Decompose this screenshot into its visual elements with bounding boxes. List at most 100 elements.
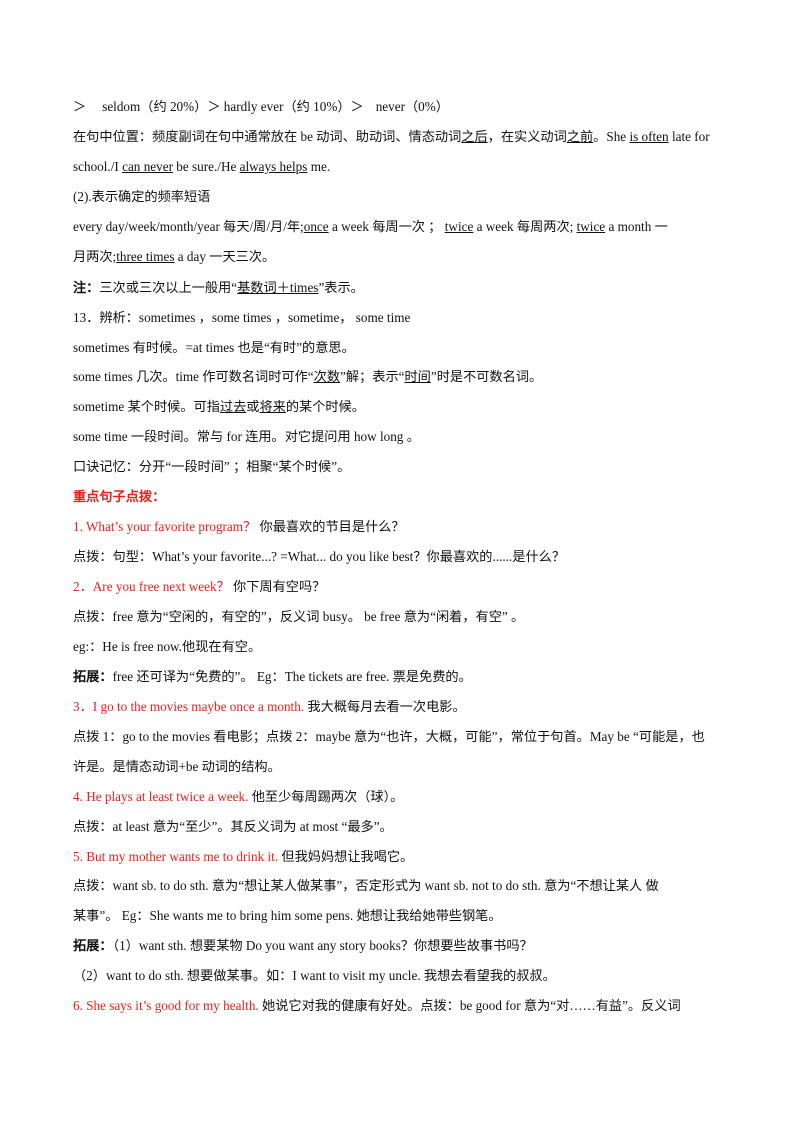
text: 的某个时候。 [285, 399, 365, 414]
text: some time 一段时间。常与 for 连用。对它提问用 how long … [73, 429, 420, 444]
text: 13．辨析：sometimes ，some times ，sometime， s… [73, 310, 411, 325]
underlined-text: twice [444, 219, 474, 234]
text: sometime 某个时候。可指 [73, 399, 220, 414]
text: 点拨：句型：What’s your favorite...? =What... … [73, 549, 566, 564]
text: 你最喜欢的节目是什么？ [256, 519, 405, 534]
text: 但我妈妈想让我喝它。 [278, 849, 414, 864]
text: never（0%） [375, 99, 449, 114]
underlined-text: 基数词＋times [237, 280, 319, 295]
sentence-line: 1. What’s your favorite program？ 你最喜欢的节目… [73, 518, 405, 536]
sentence-line: 4. He plays at least twice a week. 他至少每周… [73, 788, 403, 806]
explanation-line: 许是。是情态动词+be 动词的结构。 [73, 758, 281, 776]
text: 某事”。 Eg：She wants me to bring him some p… [73, 908, 502, 923]
definition-line: sometime 某个时候。可指过去或将来的某个时候。 [73, 398, 365, 416]
extension-line: 拓展：free 还可译为“免费的”。 Eg：The tickets are fr… [73, 668, 472, 686]
underlined-text: once [303, 219, 329, 234]
text: 。She [593, 129, 630, 144]
underlined-text: three times [116, 249, 175, 264]
underlined-text: 过去 [219, 399, 247, 414]
section-heading: (2).表示确定的频率短语 [73, 188, 210, 206]
bold-label: 注： [73, 280, 100, 295]
text: （1）want sth. 想要某物 Do you want any story … [112, 938, 533, 953]
explanation-line: 点拨：free 意为“空闲的，有空的”，反义词 busy。 be free 意为… [73, 608, 524, 626]
text: 许是。是情态动词+be 动词的结构。 [73, 759, 281, 774]
explanation-line: 点拨：at least 意为“至少”。其反义词为 at most “最多”。 [73, 818, 393, 836]
note-line: 注：三次或三次以上一般用“基数词＋times”表示。 [73, 279, 364, 297]
red-sentence: 2．Are you free next week？ [73, 579, 230, 594]
underlined-text: always helps [239, 159, 308, 174]
analysis-heading: 13．辨析：sometimes ，some times ，sometime， s… [73, 309, 410, 327]
phrase-line: 月两次;three times a day 一天三次。 [73, 248, 275, 266]
underlined-text: 之后 [461, 129, 488, 144]
red-sentence: 1. What’s your favorite program？ [73, 519, 257, 534]
text: 三次或三次以上一般用“ [99, 280, 238, 295]
definition-line: some time 一段时间。常与 for 连用。对它提问用 how long … [73, 428, 420, 446]
text: sometimes 有时候。=at times 也是“有时”的意思。 [73, 340, 355, 355]
text: me. [307, 159, 331, 174]
underlined-text: 次数 [313, 369, 341, 384]
text: free 还可译为“免费的”。 Eg：The tickets are free.… [112, 669, 472, 684]
sentence-line: 5. But my mother wants me to drink it. 但… [73, 848, 413, 866]
explanation-line: 点拨：句型：What’s your favorite...? =What... … [73, 548, 565, 566]
text: (2).表示确定的频率短语 [73, 189, 211, 204]
underlined-text: 之前 [566, 129, 594, 144]
text: ，在实义动词 [487, 129, 567, 144]
sentence-line: 2．Are you free next week？ 你下周有空吗？ [73, 578, 325, 596]
text: eg:：He is free now.他现在有空。 [73, 639, 262, 654]
frequency-scale-line: ＞ seldom（约 20%）＞ hardly ever（约 10%）＞ never… [73, 98, 449, 116]
text: late for [668, 129, 710, 144]
key-sentences-heading: 重点句子点拨： [73, 488, 165, 506]
definition-line: sometimes 有时候。=at times 也是“有时”的意思。 [73, 339, 355, 357]
position-rule-line: 在句中位置：频度副词在句中通常放在 be 动词、助动词、情态动词之后，在实义动词… [73, 128, 710, 146]
text: every day/week/month/year 每天/周/月/年; [73, 219, 304, 234]
text: （2）want to do sth. 想要做某事。如：I want to vis… [73, 968, 556, 983]
text: school./I [73, 159, 123, 174]
underlined-text: 时间 [404, 369, 431, 384]
text: 口诀记忆：分开“一段时间” ；相聚“某个时候”。 [73, 459, 351, 474]
underlined-text: can never [122, 159, 173, 174]
text: 点拨：at least 意为“至少”。其反义词为 at most “最多”。 [73, 819, 393, 834]
text: a week 每周两次; [473, 219, 577, 234]
red-sentence: 3．I go to the movies maybe once a month. [73, 699, 305, 714]
red-sentence: 4. He plays at least twice a week. [73, 789, 249, 804]
explanation-line: 点拨 1：go to the movies 看电影；点拨 2：maybe 意为“… [73, 728, 705, 746]
underlined-text: twice [576, 219, 606, 234]
text: ＞ [73, 99, 87, 114]
underlined-text: 将来 [259, 399, 286, 414]
mnemonic-line: 口诀记忆：分开“一段时间” ；相聚“某个时候”。 [73, 458, 350, 476]
text: ”表示。 [318, 280, 364, 295]
definition-line: some times 几次。time 作可数名词时可作“次数”解；表示“时间”时… [73, 368, 542, 386]
extension-line: （2）want to do sth. 想要做某事。如：I want to vis… [73, 967, 556, 985]
text: 月两次; [73, 249, 117, 264]
text: a week 每周一次 ； [328, 219, 445, 234]
underlined-text: is often [629, 129, 669, 144]
explanation-line: 点拨：want sb. to do sth. 意为“想让某人做某事”，否定形式为… [73, 877, 659, 895]
text: 她说它对我的健康有好处。点拨：be good for 意为“对……有益”。反义词 [258, 998, 681, 1013]
text: ”时是不可数名词。 [430, 369, 543, 384]
text: 点拨：want sb. to do sth. 意为“想让某人做某事”，否定形式为… [73, 878, 659, 893]
phrase-line: every day/week/month/year 每天/周/月/年;once … [73, 218, 668, 236]
explanation-line: 某事”。 Eg：She wants me to bring him some p… [73, 907, 502, 925]
bold-label: 拓展： [73, 938, 113, 953]
sentence-line: 3．I go to the movies maybe once a month.… [73, 698, 466, 716]
extension-line: 拓展：（1）want sth. 想要某物 Do you want any sto… [73, 937, 533, 955]
example-line: eg:：He is free now.他现在有空。 [73, 638, 261, 656]
text: 或 [246, 399, 260, 414]
red-sentence: 5. But my mother wants me to drink it. [73, 849, 279, 864]
text: be sure./He [172, 159, 240, 174]
text: 点拨：free 意为“空闲的，有空的”，反义词 busy。 be free 意为… [73, 609, 525, 624]
text: 点拨 1：go to the movies 看电影；点拨 2：maybe 意为“… [73, 729, 705, 744]
text: 在句中位置：频度副词在句中通常放在 be 动词、助动词、情态动词 [73, 129, 462, 144]
example-line: school./I can never be sure./He always h… [73, 158, 330, 176]
bold-label: 拓展： [73, 669, 113, 684]
text: a day 一天三次。 [174, 249, 276, 264]
text: ”解；表示“ [340, 369, 405, 384]
text: 我大概每月去看一次电影。 [304, 699, 466, 714]
red-sentence: 6. She says it’s good for my health. [73, 998, 259, 1013]
text: 你下周有空吗？ [229, 579, 326, 594]
text: seldom（约 20%）＞ hardly ever（约 10%）＞ [102, 99, 364, 114]
text: 他至少每周踢两次（球）。 [248, 789, 404, 804]
bold-red-heading: 重点句子点拨： [73, 489, 166, 504]
text: a month 一 [605, 219, 668, 234]
